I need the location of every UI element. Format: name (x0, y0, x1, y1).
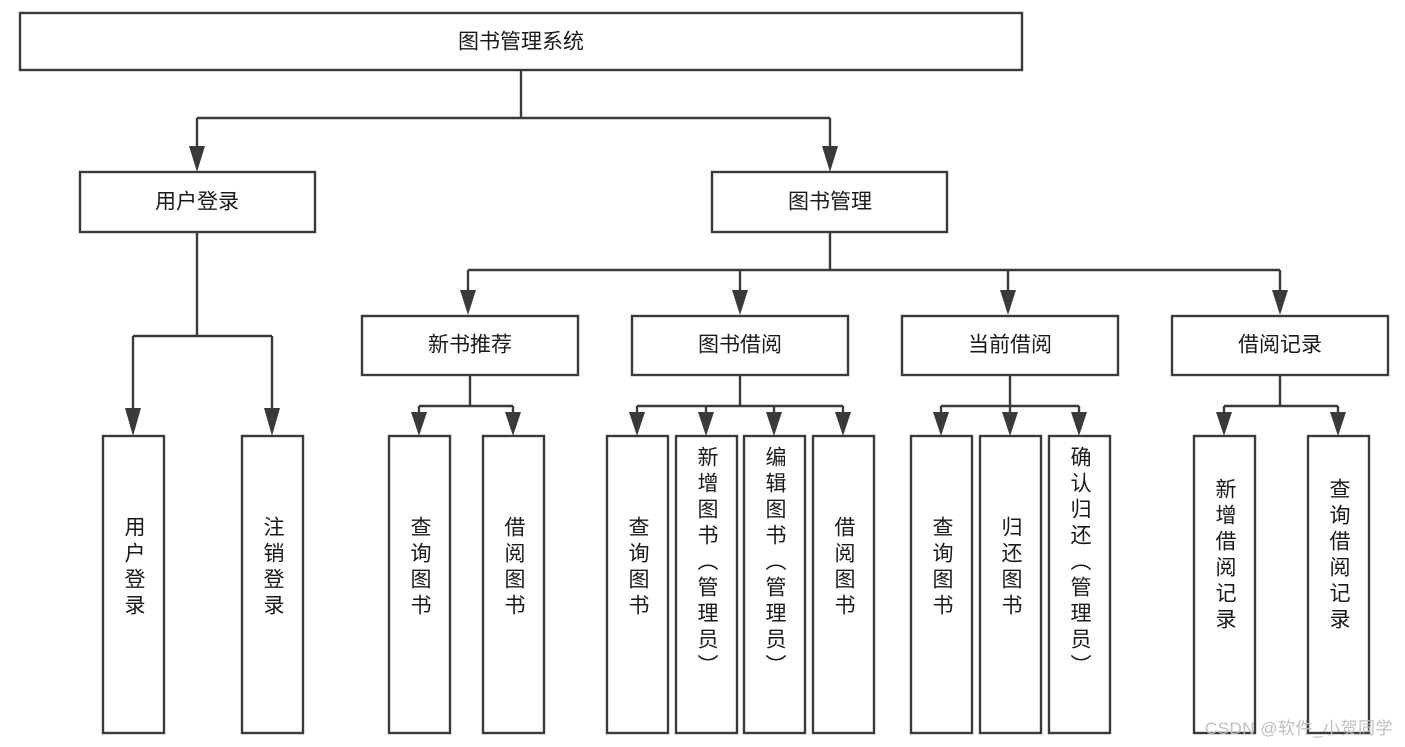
node-book-management[interactable]: 图书管理 (710, 170, 949, 234)
arrow-head-icon (1000, 290, 1016, 315)
connector-group-record-to-leaves (1216, 375, 1346, 436)
arrow-head-icon (1216, 412, 1232, 436)
leaf-box-logout[interactable] (240, 434, 305, 735)
node-box-book-management[interactable] (710, 170, 949, 234)
node-label-user-login: 用户登录 (155, 191, 239, 214)
leaf-box-query-book-2[interactable] (605, 434, 670, 735)
node-box-book-borrow[interactable] (630, 314, 850, 377)
node-box-current-borrow[interactable] (900, 314, 1120, 377)
arrow-head-icon (835, 412, 851, 436)
leaf-box-borrow-book-2[interactable] (811, 434, 876, 735)
arrow-head-icon (629, 412, 645, 436)
node-label-borrow-record: 借阅记录 (1238, 334, 1322, 357)
arrow-head-icon (505, 412, 521, 436)
arrow-head-icon (698, 412, 714, 436)
node-label-current-borrow: 当前借阅 (968, 334, 1052, 357)
node-user-login[interactable]: 用户登录 (78, 170, 317, 234)
node-label-book-borrow: 图书借阅 (698, 334, 782, 357)
node-box-root[interactable] (18, 11, 1024, 72)
node-label-book-management: 图书管理 (788, 191, 872, 214)
leaf-box-borrow-book-1[interactable] (481, 434, 546, 735)
arrow-head-icon (732, 290, 748, 315)
arrow-head-icon (411, 412, 427, 436)
arrow-head-icon (933, 412, 949, 436)
arrow-head-icon (822, 146, 838, 172)
leaf-box-user-login[interactable] (101, 434, 166, 735)
arrow-head-icon (264, 408, 280, 436)
leaf-box-group (101, 434, 1371, 735)
node-box-borrow-record[interactable] (1170, 314, 1390, 377)
leaf-box-edit-book[interactable] (742, 434, 807, 735)
node-label-root: 图书管理系统 (458, 31, 584, 54)
node-new-book-recommend[interactable]: 新书推荐 (360, 314, 580, 377)
node-book-borrow[interactable]: 图书借阅 (630, 314, 850, 377)
leaf-box-query-book-1[interactable] (387, 434, 452, 735)
node-label-new-book-recommend: 新书推荐 (428, 334, 512, 357)
node-box-new-book-recommend[interactable] (360, 314, 580, 377)
node-root[interactable]: 图书管理系统 (18, 11, 1024, 72)
leaf-box-query-book-3[interactable] (909, 434, 974, 735)
leaf-box-query-record[interactable] (1306, 434, 1371, 735)
connector-group-userlogin-to-leaves (125, 232, 280, 436)
arrow-head-icon (1002, 412, 1018, 436)
leaf-box-add-book[interactable] (674, 434, 739, 735)
connector-group-current-to-leaves (933, 375, 1087, 436)
connector-group-root-to-level2 (189, 70, 838, 172)
arrow-head-icon (1272, 290, 1288, 315)
connector-group-borrow-to-leaves (629, 375, 851, 436)
leaf-box-return-book[interactable] (978, 434, 1043, 735)
arrow-head-icon (766, 412, 782, 436)
arrow-head-icon (1330, 412, 1346, 436)
connector-group-newbook-to-leaves (411, 375, 521, 436)
arrow-head-icon (460, 290, 476, 315)
node-borrow-record[interactable]: 借阅记录 (1170, 314, 1390, 377)
arrow-head-icon (125, 408, 141, 436)
connector-group-bookmgmt-to-level3 (460, 232, 1288, 315)
arrow-head-icon (189, 146, 205, 172)
node-box-user-login[interactable] (78, 170, 317, 234)
leaf-box-add-record[interactable] (1192, 434, 1257, 735)
node-current-borrow[interactable]: 当前借阅 (900, 314, 1120, 377)
arrow-head-icon (1071, 412, 1087, 436)
leaf-box-confirm-return[interactable] (1047, 434, 1112, 735)
csdn-watermark: CSDN @软件_小贺同学 (1204, 719, 1393, 738)
